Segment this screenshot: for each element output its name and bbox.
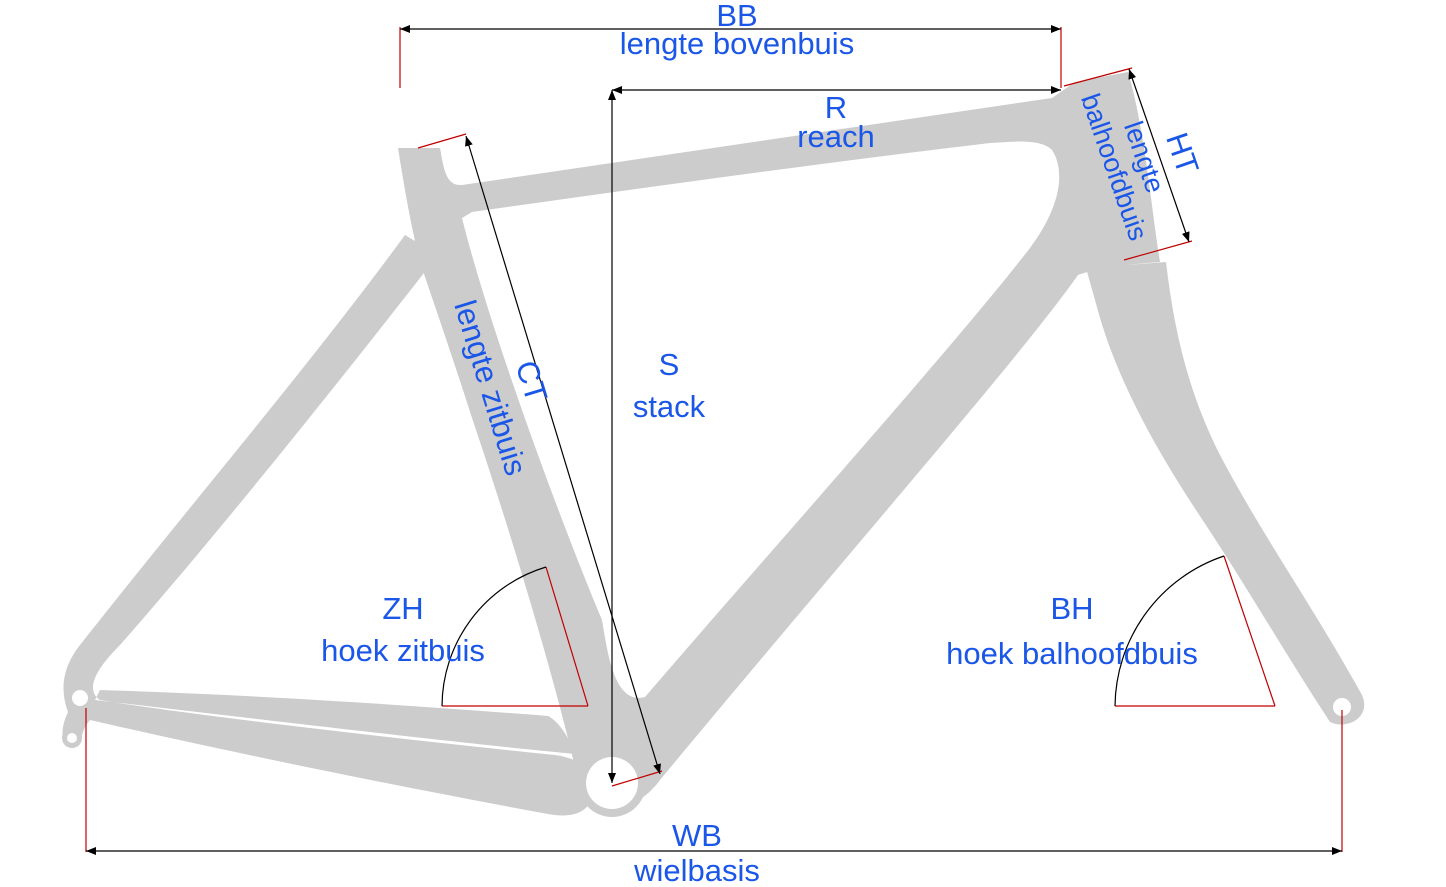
ht-dimension-arrow [1128, 68, 1190, 243]
ct-dimension-arrow [465, 135, 661, 775]
ht-code-label: HT [1159, 128, 1206, 179]
derailleur-hanger-hole [67, 733, 77, 743]
ct-top-extension [417, 133, 467, 149]
bh-angle-arc [1114, 555, 1225, 707]
s-name-label: stack [633, 389, 706, 424]
bb-code-label: BB [716, 0, 757, 33]
s-code-label: S [659, 347, 680, 382]
zh-name-label: hoek zitbuis [321, 633, 485, 668]
zh-code-label: ZH [382, 591, 423, 626]
wb-code-label: WB [672, 818, 722, 853]
bh-name-label: hoek balhoofdbuis [946, 636, 1198, 671]
r-code-label: R [825, 90, 847, 125]
rear-axle-hole [72, 690, 88, 706]
bb-name-label: lengte bovenbuis [620, 26, 854, 61]
bh-tube-line [1223, 555, 1276, 707]
front-axle-hole [1333, 698, 1351, 716]
ht-bottom-extension [1123, 240, 1193, 261]
front-fork [1086, 262, 1365, 725]
dimension-arrows [86, 25, 1342, 855]
ht-top-extension [1063, 67, 1133, 87]
r-name-label: reach [797, 119, 875, 154]
wb-name-label: wielbasis [633, 853, 760, 887]
bh-code-label: BH [1050, 591, 1093, 626]
